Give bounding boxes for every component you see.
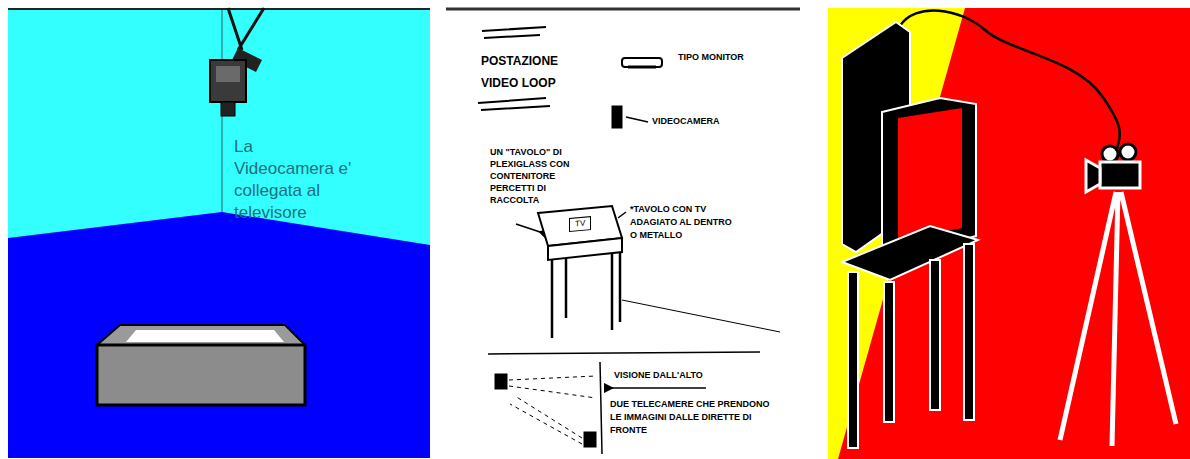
red-ground [828,8,1190,459]
camera-icon [612,106,622,128]
view-arrow [612,387,706,389]
room-panel [8,8,430,458]
table-top [842,226,978,280]
camera-icon [495,374,507,389]
view-line [509,376,596,444]
film-reel [1120,144,1136,160]
caption-note: La Videocamera e' collegata al televisor… [234,136,356,224]
tv-screen [126,330,284,342]
monitor-icon [622,58,662,67]
sheet [446,8,800,459]
title-underline [478,27,550,110]
camera-body [210,60,246,102]
sheet-edge [446,8,800,11]
sketch-note: *TAVOLO CON TV ADAGIATO AL DENTRO O META… [630,203,732,242]
separator [488,352,760,354]
wall-line [600,362,602,454]
sketch-panel [446,8,800,459]
camera-icon [584,432,596,447]
panel-edge [8,8,430,10]
tv-screen [898,108,962,240]
floor-line [622,300,780,332]
camera-lens [221,102,235,116]
wall [8,8,430,458]
table-leg [884,282,894,422]
icon-label: TIPO MONITOR [678,52,748,63]
tv-screen-box: TV [569,216,591,232]
floor [8,212,430,458]
tripod-camera [1060,144,1176,446]
sketch-title: POSTAZIONE VIDEO LOOP [481,50,561,94]
table-leg [848,272,858,448]
tv-top [97,325,305,345]
table-leg [552,252,620,338]
ceiling-camera [210,8,264,116]
camera-body [1100,162,1140,188]
leader-line [618,212,626,218]
camera-mount [228,8,242,50]
leader-arrow [516,224,540,232]
sketch-note: DUE TELECAMERE CHE PRENDONO LE IMMAGINI … [610,398,778,437]
camera-icon [626,117,648,122]
camera-body [216,66,240,82]
icon-label: VIDEOCAMERA [652,116,742,127]
camera-lens [1086,160,1100,192]
tv-box [97,325,305,405]
table-leg [930,260,940,410]
poster-panel [828,8,1190,459]
monitor-icon [628,66,656,69]
view-label: VISIONE DALL'ALTO [614,370,734,381]
camera-mount [238,8,264,50]
node-text: TV [575,219,585,230]
tv-front [97,345,305,405]
table-leg [964,244,974,420]
sketch-note: UN "TAVOLO" DI PLEXIGLASS CON CONTENITOR… [490,146,574,206]
tripod [1060,192,1176,446]
film-reel [1102,146,1118,162]
